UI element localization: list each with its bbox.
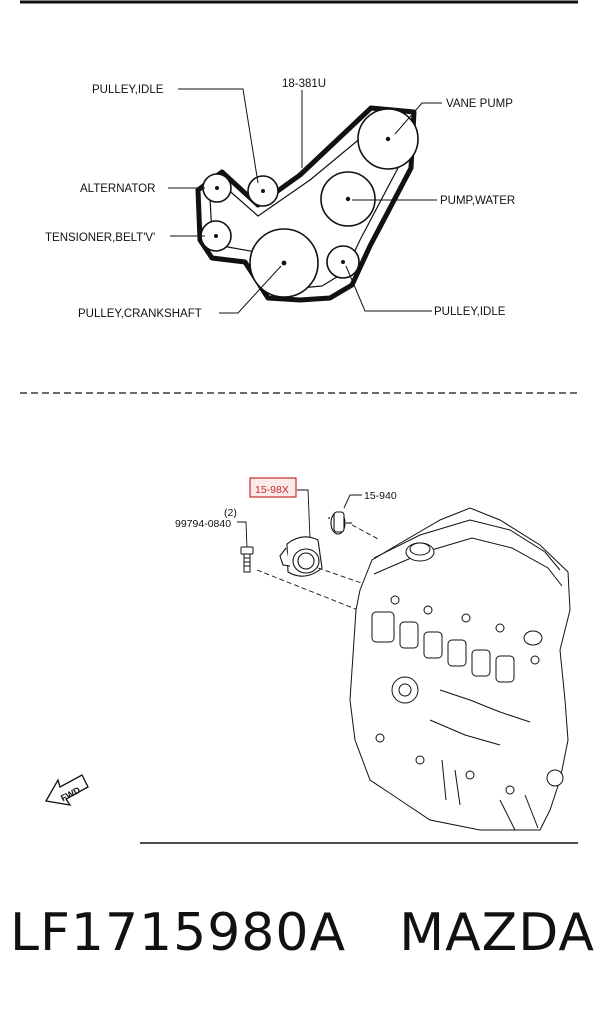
thermostat-housing <box>279 536 323 577</box>
label-pulley-idle-bottom: PULLEY,IDLE <box>434 306 506 318</box>
fwd-arrow-icon: FWD <box>44 774 89 806</box>
brand-name: MAZDA <box>399 903 595 963</box>
footer-caption: LF1715980A MAZDA <box>10 898 595 968</box>
part-number: LF1715980A <box>10 903 347 963</box>
label-pulley-idle-top: PULLEY,IDLE <box>92 84 164 96</box>
engine-diagram: 15-98X 15-940 (2) 99794-0840 <box>44 477 578 844</box>
label-alternator: ALTERNATOR <box>80 183 155 195</box>
belt-diagram: PULLEY,IDLE 18-381U VANE PUMP ALTERNATOR… <box>45 78 515 320</box>
fitting-15-940 <box>328 511 352 535</box>
label-pulley-crankshaft: PULLEY,CRANKSHAFT <box>78 308 202 320</box>
label-belt-part-ref: 18-381U <box>282 78 326 90</box>
label-vane-pump: VANE PUMP <box>446 98 513 110</box>
label-part-15-940: 15-940 <box>364 490 397 502</box>
highlight-box <box>249 477 297 498</box>
label-bolt-part: 99794-0840 <box>175 518 231 530</box>
engine-block <box>349 507 571 831</box>
label-tensioner: TENSIONER,BELT'V' <box>45 232 155 244</box>
label-part-15-98x: 15-98X <box>255 484 289 496</box>
bolt <box>240 546 254 573</box>
label-pump-water: PUMP,WATER <box>440 195 515 207</box>
label-bolt-qty: (2) <box>224 507 237 519</box>
